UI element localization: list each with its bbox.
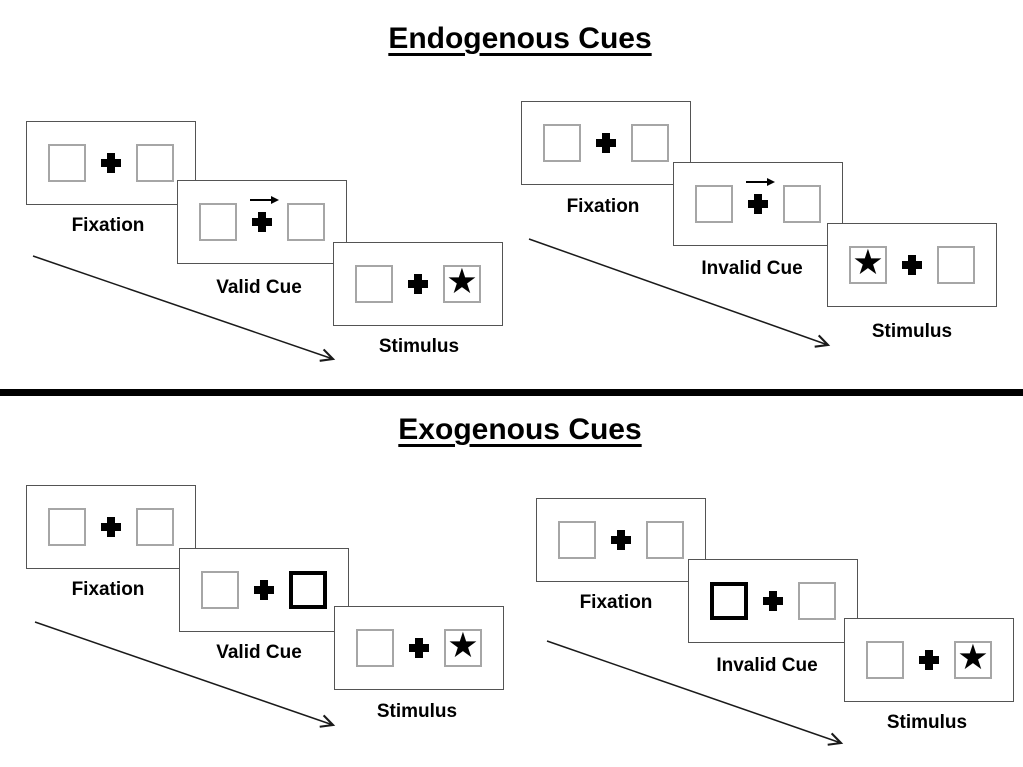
placeholder-box-right [798, 582, 836, 620]
placeholder-box-right [287, 203, 325, 241]
cue-panel [179, 548, 349, 632]
fixation-cross-icon [254, 580, 274, 600]
time-arrow [528, 238, 831, 348]
cue-highlight-box-left [710, 582, 748, 620]
frame-label-stimulus: Stimulus [871, 321, 953, 342]
placeholder-box-left [48, 508, 86, 546]
fixation-panel [521, 101, 691, 185]
fixation-cross-icon [101, 517, 121, 537]
placeholder-box-left [695, 185, 733, 223]
cue-arrow-right-icon [250, 196, 279, 204]
fixation-panel [26, 485, 196, 569]
central-cue [250, 196, 279, 232]
frame-label-fixation: Fixation [71, 579, 145, 600]
frame-label-cue: Invalid Cue [701, 258, 803, 279]
fixation-cross-icon [748, 194, 768, 214]
section-title-exogenous: Exogenous Cues [320, 413, 720, 447]
placeholder-box-left [543, 124, 581, 162]
target-star-icon: ★ [957, 638, 989, 678]
fixation-cross-icon [408, 274, 428, 294]
stimulus-panel: ★ [827, 223, 997, 307]
section-title-text: Exogenous Cues [398, 413, 642, 446]
frame-label-fixation: Fixation [579, 592, 653, 613]
cue-panel [177, 180, 347, 264]
time-arrow [546, 640, 844, 746]
section-title-text: Endogenous Cues [388, 22, 652, 55]
placeholder-box-right [937, 246, 975, 284]
placeholder-box-left [866, 641, 904, 679]
cue-highlight-box-right [289, 571, 327, 609]
fixation-cross-icon [902, 255, 922, 275]
fixation-cross-icon [763, 591, 783, 611]
section-divider [0, 389, 1023, 396]
fixation-cross-icon [611, 530, 631, 550]
fixation-cross-icon [101, 153, 121, 173]
cue-panel [688, 559, 858, 643]
frame-label-cue: Invalid Cue [716, 655, 818, 676]
frame-label-cue: Valid Cue [216, 277, 302, 298]
placeholder-box-left [48, 144, 86, 182]
central-cue [746, 178, 775, 214]
target-box: ★ [444, 629, 482, 667]
fixation-cross-icon [919, 650, 939, 670]
target-star-icon: ★ [446, 262, 478, 302]
target-box: ★ [954, 641, 992, 679]
stimulus-panel: ★ [333, 242, 503, 326]
placeholder-box-left [558, 521, 596, 559]
placeholder-box-left [356, 629, 394, 667]
target-star-icon: ★ [852, 243, 884, 283]
placeholder-box-left [201, 571, 239, 609]
frame-label-stimulus: Stimulus [376, 701, 458, 722]
stimulus-panel: ★ [334, 606, 504, 690]
time-arrow [32, 255, 336, 362]
frame-label-fixation: Fixation [71, 215, 145, 236]
placeholder-box-right [783, 185, 821, 223]
frame-label-stimulus: Stimulus [378, 336, 460, 357]
placeholder-box-right [136, 144, 174, 182]
target-star-icon: ★ [447, 626, 479, 666]
section-title-endogenous: Endogenous Cues [320, 22, 720, 56]
target-box: ★ [443, 265, 481, 303]
placeholder-box-left [355, 265, 393, 303]
frame-label-stimulus: Stimulus [886, 712, 968, 733]
placeholder-box-left [199, 203, 237, 241]
placeholder-box-right [136, 508, 174, 546]
frame-label-fixation: Fixation [566, 196, 640, 217]
cue-panel [673, 162, 843, 246]
frame-label-cue: Valid Cue [216, 642, 302, 663]
fixation-cross-icon [409, 638, 429, 658]
time-arrow [34, 621, 336, 728]
fixation-panel [26, 121, 196, 205]
target-box: ★ [849, 246, 887, 284]
stimulus-panel: ★ [844, 618, 1014, 702]
fixation-panel [536, 498, 706, 582]
fixation-cross-icon [596, 133, 616, 153]
placeholder-box-right [631, 124, 669, 162]
cue-arrow-right-icon [746, 178, 775, 186]
placeholder-box-right [646, 521, 684, 559]
fixation-cross-icon [252, 212, 272, 232]
